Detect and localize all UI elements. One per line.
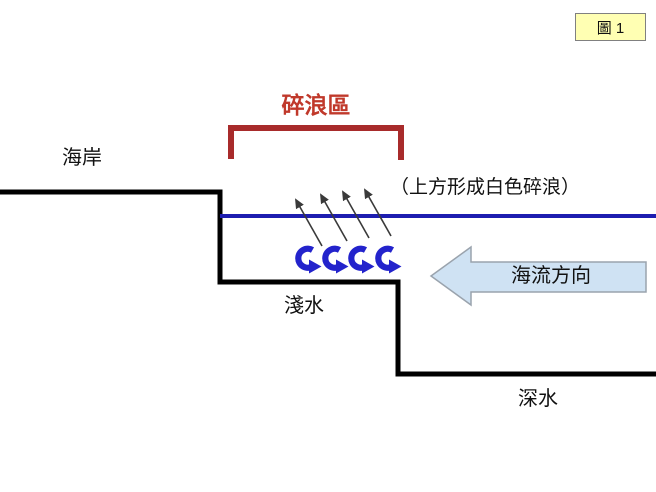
- shallow-water-label: 淺水: [284, 295, 324, 317]
- deep-water-label: 深水: [518, 388, 558, 410]
- wave-curl-icon: [351, 249, 374, 274]
- spray-arrow-icon: [320, 193, 348, 242]
- wave-curl-icon: [325, 249, 348, 274]
- whitecap-note-label: （上方形成白色碎浪）: [390, 177, 581, 198]
- coast-label: 海岸: [62, 147, 102, 169]
- current-direction-arrow-icon: [429, 245, 647, 307]
- wave-curl-icon: [298, 249, 321, 274]
- wave-curl-icon: [378, 249, 401, 274]
- seabed-profile-line: [0, 189, 656, 377]
- figure-number-badge: 圖 1: [575, 13, 646, 41]
- spray-arrow-icon: [295, 198, 323, 247]
- surf-zone-bracket: [228, 125, 404, 160]
- spray-arrow-icon: [342, 190, 370, 239]
- spray-arrows-group: [295, 188, 392, 247]
- current-direction-label: 海流方向: [511, 265, 591, 287]
- spray-arrow-icon: [364, 188, 392, 237]
- surf-zone-label: 碎浪區: [281, 92, 351, 118]
- wave-curls-group: [298, 249, 401, 274]
